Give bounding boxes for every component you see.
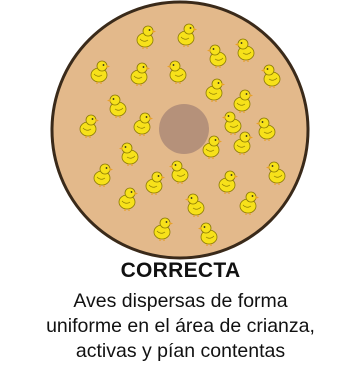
heater-icon xyxy=(159,104,209,154)
chick-icon xyxy=(235,38,255,62)
chicks-group xyxy=(79,23,286,246)
chick-icon xyxy=(177,23,197,47)
chick-icon xyxy=(202,135,222,159)
chick-icon xyxy=(239,191,259,215)
chick-icon xyxy=(79,114,99,138)
caption-line-2: uniforme en el área de crianza, xyxy=(46,315,315,337)
chick-icon xyxy=(233,131,253,155)
chick-icon xyxy=(167,60,187,84)
chick-icon xyxy=(207,44,227,68)
chick-icon xyxy=(233,89,253,113)
chick-icon xyxy=(145,171,165,195)
chick-icon xyxy=(153,217,173,241)
caption-line-1: Aves dispersas de forma xyxy=(73,290,288,312)
brooding-area-diagram xyxy=(50,0,310,260)
caption-line-3: activas y pían contentas xyxy=(75,340,286,362)
chick-icon xyxy=(133,112,153,136)
chick-icon xyxy=(130,62,150,86)
chick-icon xyxy=(118,187,138,211)
chick-icon xyxy=(119,142,139,166)
caption-title: CORRECTA xyxy=(120,259,241,282)
chick-icon xyxy=(218,170,238,194)
chick-icon xyxy=(205,78,225,102)
chick-icon xyxy=(136,25,156,49)
chick-icon xyxy=(198,222,218,246)
chick-icon xyxy=(222,111,242,135)
chick-icon xyxy=(261,64,281,88)
chick-icon xyxy=(256,117,276,141)
chick-icon xyxy=(93,163,113,187)
chick-icon xyxy=(185,193,205,217)
chick-icon xyxy=(169,160,189,184)
chick-icon xyxy=(90,60,110,84)
chick-icon xyxy=(107,94,127,118)
chick-icon xyxy=(266,161,286,185)
